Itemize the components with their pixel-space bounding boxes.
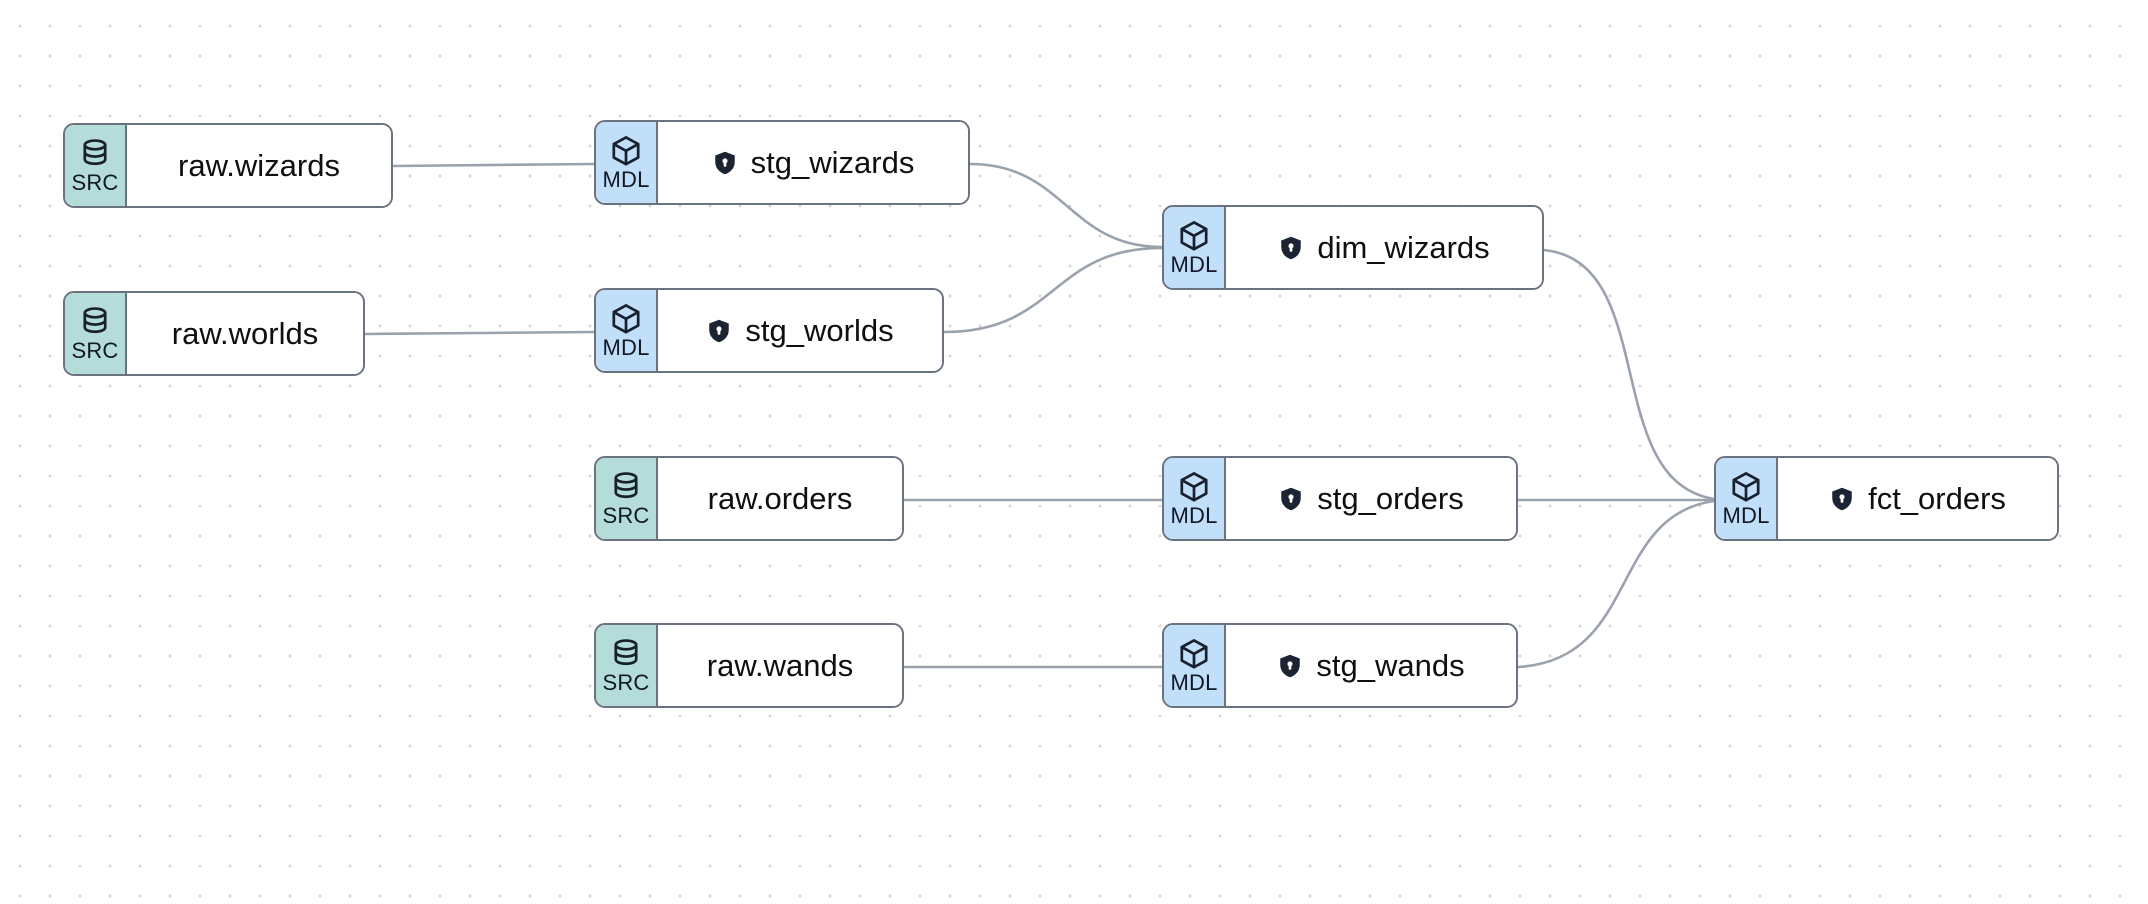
node-body: raw.orders (658, 458, 902, 539)
lock-shield-icon (712, 150, 738, 176)
node-badge-mdl: MDL (1164, 458, 1226, 539)
node-fct_orders[interactable]: MDL fct_orders (1714, 456, 2059, 541)
node-badge-label: SRC (602, 670, 650, 695)
database-icon (609, 470, 643, 504)
node-badge-label: SRC (71, 338, 119, 363)
node-badge-src: SRC (65, 293, 127, 374)
node-label: raw.wizards (178, 148, 340, 183)
cube-icon (609, 302, 643, 336)
node-stg_worlds[interactable]: MDL stg_worlds (594, 288, 944, 373)
node-badge-label: MDL (1170, 252, 1218, 277)
cube-icon (1177, 637, 1211, 671)
cube-icon (1177, 219, 1211, 253)
cube-icon (1729, 470, 1763, 504)
node-raw_worlds[interactable]: SRC raw.worlds (63, 291, 365, 376)
node-label: raw.orders (707, 481, 853, 516)
node-body: stg_worlds (658, 290, 942, 371)
node-stg_wands[interactable]: MDL stg_wands (1162, 623, 1518, 708)
database-icon (78, 305, 112, 339)
node-label: fct_orders (1868, 481, 2006, 516)
node-raw_wands[interactable]: SRC raw.wands (594, 623, 904, 708)
cube-icon (609, 134, 643, 168)
node-badge-src: SRC (65, 125, 127, 206)
node-body: raw.wizards (127, 125, 391, 206)
node-label: stg_wizards (750, 145, 915, 180)
node-stg_wizards[interactable]: MDL stg_wizards (594, 120, 970, 205)
node-badge-mdl: MDL (1716, 458, 1778, 539)
edge-stg_worlds-to-dim_wizards (942, 246, 1164, 334)
database-icon (609, 637, 643, 671)
lock-shield-icon (1829, 486, 1855, 512)
database-icon (78, 137, 112, 171)
node-badge-src: SRC (596, 458, 658, 539)
edge-raw_wizards-to-stg_wizards (391, 162, 596, 168)
edge-dim_wizards-to-fct_orders (1542, 248, 1716, 501)
edge-stg_wizards-to-dim_wizards (968, 162, 1164, 249)
node-label: raw.wands (706, 648, 854, 683)
node-badge-label: MDL (1722, 503, 1770, 528)
node-raw_orders[interactable]: SRC raw.orders (594, 456, 904, 541)
node-badge-label: MDL (1170, 503, 1218, 528)
node-dim_wizards[interactable]: MDL dim_wizards (1162, 205, 1544, 290)
node-label: raw.worlds (171, 316, 319, 351)
node-badge-mdl: MDL (596, 122, 658, 203)
lock-shield-icon (1278, 486, 1304, 512)
node-label: stg_worlds (745, 313, 894, 348)
node-badge-mdl: MDL (1164, 625, 1226, 706)
node-badge-mdl: MDL (596, 290, 658, 371)
node-label: stg_wands (1316, 648, 1465, 683)
lock-shield-icon (1277, 653, 1303, 679)
cube-icon (1177, 470, 1211, 504)
node-body: stg_wizards (658, 122, 968, 203)
node-raw_wizards[interactable]: SRC raw.wizards (63, 123, 393, 208)
node-badge-mdl: MDL (1164, 207, 1226, 288)
node-stg_orders[interactable]: MDL stg_orders (1162, 456, 1518, 541)
lock-shield-icon (706, 318, 732, 344)
node-body: stg_orders (1226, 458, 1516, 539)
node-badge-label: MDL (602, 335, 650, 360)
node-badge-src: SRC (596, 625, 658, 706)
node-body: raw.worlds (127, 293, 363, 374)
node-body: stg_wands (1226, 625, 1516, 706)
node-badge-label: MDL (602, 167, 650, 192)
node-badge-label: MDL (1170, 670, 1218, 695)
node-label: dim_wizards (1317, 230, 1490, 265)
node-body: fct_orders (1778, 458, 2057, 539)
node-label: stg_orders (1317, 481, 1464, 516)
lock-shield-icon (1278, 235, 1304, 261)
edge-stg_wands-to-fct_orders (1516, 499, 1716, 669)
edge-raw_worlds-to-stg_worlds (363, 330, 596, 336)
node-badge-label: SRC (71, 170, 119, 195)
node-badge-label: SRC (602, 503, 650, 528)
node-body: dim_wizards (1226, 207, 1542, 288)
node-body: raw.wands (658, 625, 902, 706)
